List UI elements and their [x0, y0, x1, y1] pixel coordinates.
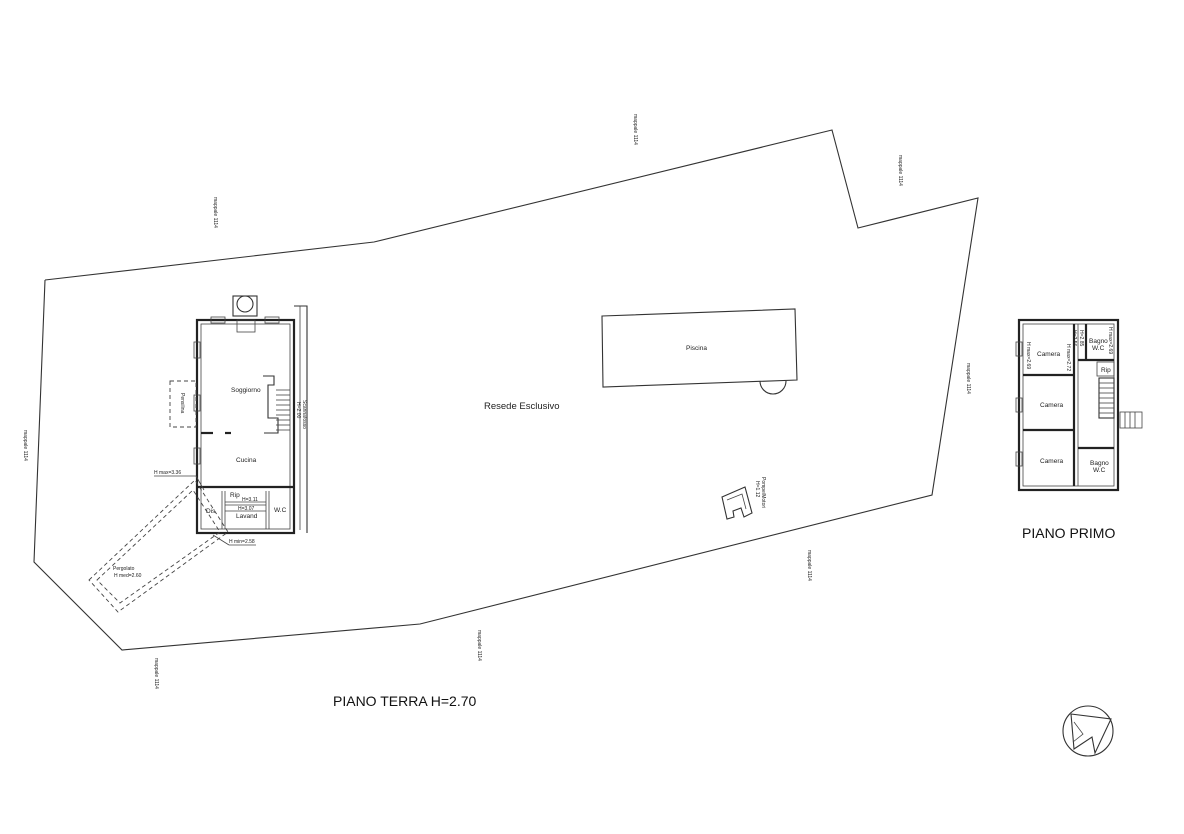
pompe-height: H=1.12: [754, 481, 760, 497]
resede-label: Resede Esclusivo: [484, 401, 560, 412]
first-floor-outer-wall: [1017, 318, 1120, 492]
bagno-2-label: Bagno: [1090, 460, 1109, 467]
camera-2-label: Camera: [1040, 402, 1064, 409]
lavand-label: Lavand: [236, 513, 258, 520]
hmin-label: H min=2.58: [229, 539, 255, 545]
mappale-label-right: mappale 1114: [965, 363, 971, 394]
pump-inner: [726, 493, 747, 510]
pompe-label: Pompe/Motori: [760, 477, 766, 508]
piscina-step: [759, 380, 787, 395]
soggiorno-label: Soggiorno: [231, 387, 261, 394]
pensilina-label: Pensilina: [179, 393, 185, 414]
pergolato-outline: [88, 479, 229, 613]
scannafosso-label: Scannafosso: [301, 400, 307, 429]
bagno-1-wc: W.C: [1092, 345, 1105, 352]
hmax-label: H max=3.36: [154, 470, 181, 476]
bagno-1-label: Bagno: [1089, 338, 1108, 345]
camera-3-label: Camera: [1040, 458, 1064, 465]
height-label-3: H max=2.69: [1107, 327, 1113, 354]
ground-floor-title: PIANO TERRA H=2.70: [333, 693, 477, 709]
chimney-icon: [236, 295, 254, 313]
rip-first-label: Rip: [1101, 367, 1111, 374]
mappale-label-bottom-mid: mappale 1114: [476, 630, 482, 661]
dis-label: Dis: [206, 508, 216, 515]
scannafosso-height: H=2.00: [295, 402, 301, 418]
height-label-5: H=2.85: [1078, 330, 1084, 346]
pergolato-height: H med=2.60: [114, 573, 142, 579]
mappale-label-top-left: mappale 1114: [212, 197, 218, 228]
rip-height: H=3.11: [242, 497, 258, 503]
camera-1-label: Camera: [1037, 351, 1061, 358]
mappale-label-left: mappale 1114: [22, 430, 28, 461]
scannafosso-wall: [294, 305, 308, 533]
piscina-outline: [601, 308, 798, 388]
mappale-label-bottom: mappale 1114: [806, 550, 812, 581]
ground-floor-house: Scannafosso H=2.00 Soggiorno Cucina Rip: [193, 295, 308, 535]
cucina-label: Cucina: [236, 457, 257, 464]
height-label-1: H max=2.69: [1025, 342, 1031, 369]
first-floor-house: Camera Camera Camera Bagno W.C Rip Bagno…: [1015, 318, 1143, 492]
mappale-label-top-right: mappale 1114: [897, 155, 903, 186]
height-label-4: H=2.56: [1071, 330, 1077, 346]
lavand-height: H=3.07: [238, 506, 254, 512]
rip-label: Rip: [230, 492, 240, 499]
north-arrow-icon: [1062, 705, 1114, 757]
site-boundary: [33, 129, 979, 651]
piscina-label: Piscina: [686, 345, 707, 352]
staircase: [263, 375, 279, 434]
mappale-label-top: mappale 1114: [632, 114, 638, 145]
pump-housing: [721, 486, 753, 520]
mappale-label-bottom-left: mappale 1114: [153, 658, 159, 689]
wc-label: W.C: [274, 507, 287, 514]
height-label-2: H max=2.72: [1065, 344, 1071, 371]
pensilina-outline: [169, 380, 197, 428]
pergolato-label: Pergolato: [113, 566, 135, 572]
first-floor-title: PIANO PRIMO: [1022, 525, 1115, 541]
bagno-2-wc: W.C: [1093, 467, 1106, 474]
